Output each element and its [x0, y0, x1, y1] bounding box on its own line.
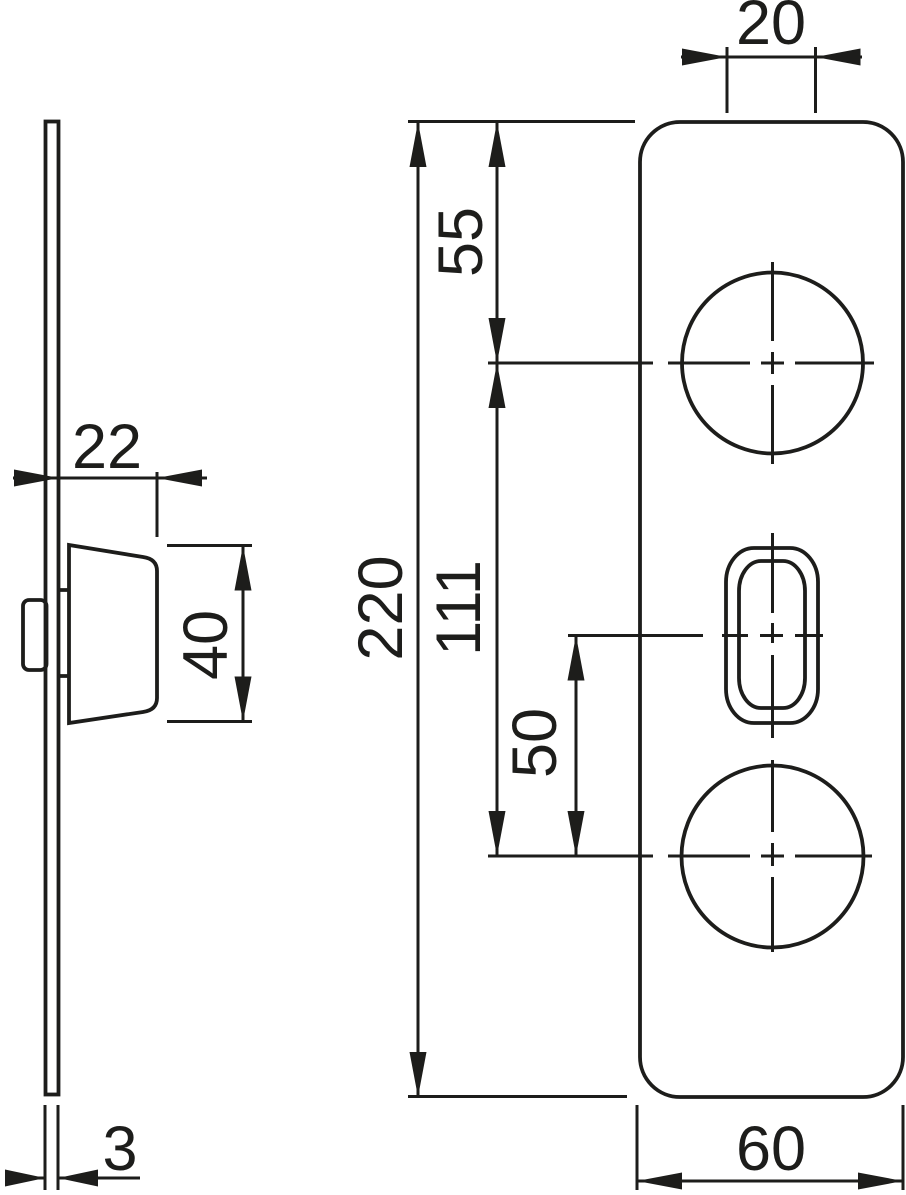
- dimension-3-extension-lines: [43, 1105, 60, 1190]
- dimension-111: 111: [424, 363, 506, 856]
- dimension-40-arrowheads: [234, 545, 252, 722]
- side-view-knob-body: [67, 542, 159, 726]
- dimension-40-extension-lines: [167, 544, 252, 723]
- dimension-111-label: 111: [424, 560, 494, 656]
- side-view: [21, 119, 159, 1097]
- dimension-60-extension-lines: [635, 1105, 905, 1190]
- dimension-3: 3: [5, 1105, 140, 1190]
- dimension-40: 40: [167, 544, 252, 723]
- dimension-20: 20: [681, 0, 862, 113]
- dimension-50-label: 50: [500, 708, 570, 778]
- dimension-20-label: 20: [736, 0, 806, 58]
- dimension-60: 60: [635, 1105, 905, 1190]
- front-view-plate-outline: [638, 120, 905, 1099]
- dimension-220-label: 220: [346, 555, 416, 660]
- dimension-50-arrowheads: [567, 635, 585, 856]
- dimension-3-label: 3: [102, 1114, 137, 1184]
- dimension-22: 22: [13, 412, 207, 537]
- dimension-60-label: 60: [736, 1114, 806, 1184]
- dimension-55-label: 55: [426, 207, 496, 277]
- dimension-3-arrowheads: [5, 1169, 98, 1187]
- dimension-220: 220: [346, 120, 635, 1098]
- side-view-spindle-nut: [21, 598, 49, 672]
- front-view: [488, 120, 905, 1099]
- dimension-220-extension-lines: [408, 120, 635, 1098]
- dimension-20-arrowheads: [682, 48, 861, 66]
- dimension-50: 50: [500, 635, 585, 856]
- dimension-40-label: 40: [171, 610, 241, 680]
- dimension-55: 55: [426, 122, 506, 363]
- dimension-22-label: 22: [72, 412, 142, 482]
- dimension-22-arrowheads: [14, 469, 202, 487]
